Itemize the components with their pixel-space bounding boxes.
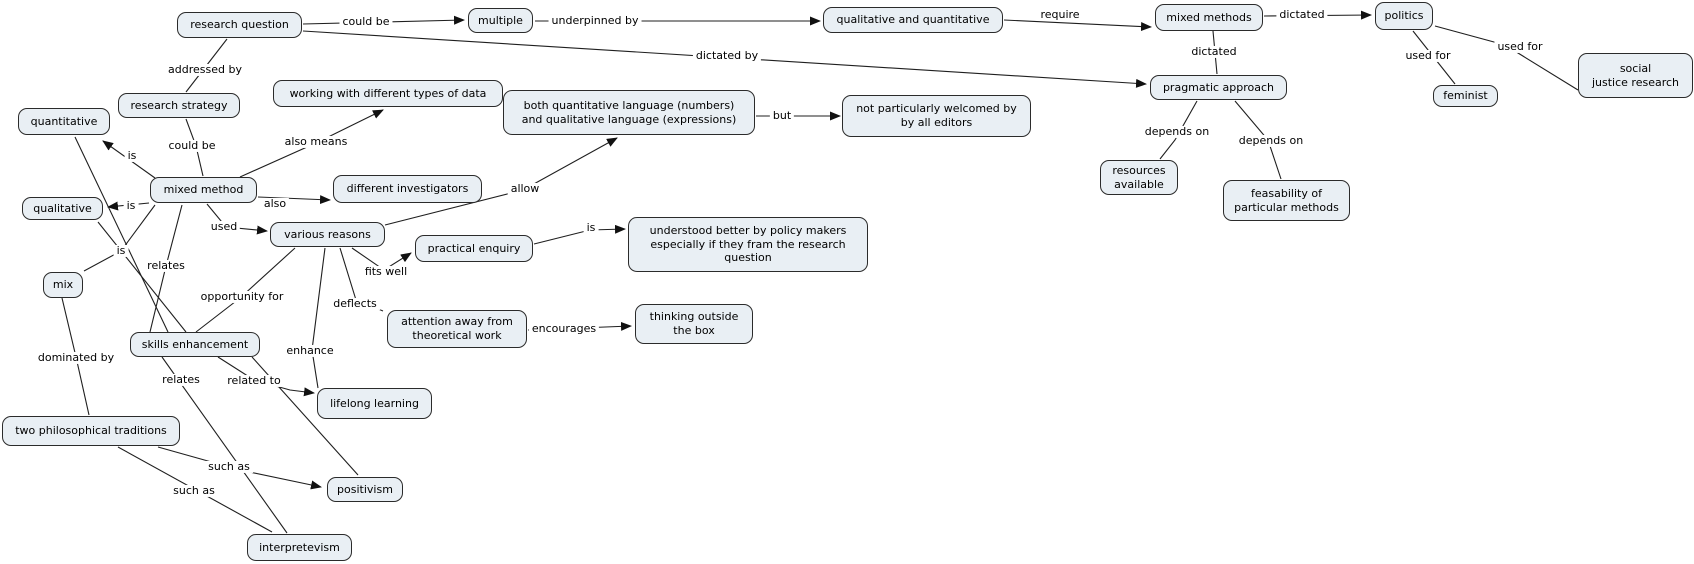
concept-node-research-question[interactable]: research question xyxy=(177,12,302,38)
concept-node-social-justice-research[interactable]: social justice research xyxy=(1578,53,1693,98)
concept-node-various-reasons[interactable]: various reasons xyxy=(270,222,385,247)
concept-node-feasability-of-particular-methods[interactable]: feasability of particular methods xyxy=(1223,180,1350,221)
link-label-also-means[interactable]: also means xyxy=(281,135,351,149)
link-label-encourages[interactable]: encourages xyxy=(528,322,600,336)
link-label-underpinned-by[interactable]: underpinned by xyxy=(548,14,642,28)
link-label-is-3[interactable]: is xyxy=(113,244,129,258)
link-line-skills-enhancement--interpretevism xyxy=(161,356,288,534)
concept-node-research-strategy[interactable]: research strategy xyxy=(118,93,240,118)
link-label-but[interactable]: but xyxy=(769,109,795,123)
link-label-could-be-1[interactable]: could be xyxy=(339,15,393,29)
link-line-mixed-method--different-investigators xyxy=(257,195,331,205)
concept-node-mixed-method[interactable]: mixed method xyxy=(150,177,257,203)
concept-node-not-particularly-welcomed[interactable]: not particularly welcomed by by all edit… xyxy=(842,95,1031,137)
link-label-opportunity-for[interactable]: opportunity for xyxy=(197,290,287,304)
link-label-is-1[interactable]: is xyxy=(124,149,140,163)
link-label-such-as-1[interactable]: such as xyxy=(205,460,253,474)
concept-node-practical-enquiry[interactable]: practical enquiry xyxy=(415,235,533,262)
link-line-politics--social-justice-research xyxy=(1434,25,1579,91)
link-label-allow[interactable]: allow xyxy=(507,182,543,196)
link-label-used-for-2[interactable]: used for xyxy=(1494,40,1546,54)
concept-node-working-with-different-types-of-data[interactable]: working with different types of data xyxy=(273,80,503,107)
link-line-quantitative--skills-enhancement xyxy=(74,136,169,333)
concept-node-understood-better-by-policy-makers[interactable]: understood better by policy makers espec… xyxy=(628,217,868,272)
link-label-addressed-by[interactable]: addressed by xyxy=(165,63,245,77)
concept-node-mix[interactable]: mix xyxy=(43,272,83,298)
link-label-enhance[interactable]: enhance xyxy=(283,344,337,358)
link-label-depends-on-1[interactable]: depends on xyxy=(1141,125,1213,139)
link-label-deflects[interactable]: deflects xyxy=(330,297,380,311)
link-label-related-to[interactable]: related to xyxy=(224,374,284,388)
concept-node-different-investigators[interactable]: different investigators xyxy=(333,175,482,203)
link-label-dictated-2[interactable]: dictated xyxy=(1188,45,1240,59)
concept-node-resources-available[interactable]: resources available xyxy=(1100,160,1178,195)
concept-node-thinking-outside-the-box[interactable]: thinking outside the box xyxy=(635,304,753,344)
link-label-depends-on-2[interactable]: depends on xyxy=(1235,134,1307,148)
link-label-is-2[interactable]: is xyxy=(123,199,139,213)
concept-node-two-philosophical-traditions[interactable]: two philosophical traditions xyxy=(2,416,180,446)
concept-node-qualitative[interactable]: qualitative xyxy=(22,197,103,220)
link-label-fits-well[interactable]: fits well xyxy=(361,265,411,279)
link-label-is-4[interactable]: is xyxy=(583,221,599,235)
link-label-dictated-by[interactable]: dictated by xyxy=(692,49,762,63)
link-label-used[interactable]: used xyxy=(207,220,241,234)
concept-node-attention-away-from-theoretical-work[interactable]: attention away from theoretical work xyxy=(387,310,527,348)
concept-node-quantitative[interactable]: quantitative xyxy=(18,108,110,135)
link-line-various-reasons--lifelong-learning xyxy=(311,247,326,389)
concept-node-feminist[interactable]: feminist xyxy=(1433,85,1498,107)
link-label-also[interactable]: also xyxy=(260,197,290,211)
link-line-pragmatic-approach--resources-available xyxy=(1159,100,1198,160)
link-label-dominated-by[interactable]: dominated by xyxy=(34,351,118,365)
link-label-used-for-1[interactable]: used for xyxy=(1402,49,1454,63)
link-label-relates-1[interactable]: relates xyxy=(144,259,188,273)
concept-node-politics[interactable]: politics xyxy=(1375,2,1433,30)
concept-node-positivism[interactable]: positivism xyxy=(327,477,403,502)
concept-node-both-quantitative-and-qualitative-language[interactable]: both quantitative language (numbers) and… xyxy=(503,90,755,135)
link-line-qualitative--skills-enhancement xyxy=(97,221,187,333)
concept-node-lifelong-learning[interactable]: lifelong learning xyxy=(317,388,432,419)
link-label-relates-2[interactable]: relates xyxy=(159,373,203,387)
concept-node-pragmatic-approach[interactable]: pragmatic approach xyxy=(1150,75,1287,100)
concept-node-skills-enhancement[interactable]: skills enhancement xyxy=(130,332,260,357)
concept-node-interpretevism[interactable]: interpretevism xyxy=(247,534,352,561)
link-label-such-as-2[interactable]: such as xyxy=(170,484,218,498)
link-line-qualitative-and-quantitative--mixed-methods xyxy=(1003,19,1152,32)
concept-node-multiple[interactable]: multiple xyxy=(468,8,533,33)
link-label-could-be-2[interactable]: could be xyxy=(165,139,219,153)
link-label-require[interactable]: require xyxy=(1037,8,1083,22)
link-line-practical-enquiry--understood-better xyxy=(533,224,626,245)
link-label-dictated-1[interactable]: dictated xyxy=(1276,8,1328,22)
concept-node-mixed-methods[interactable]: mixed methods xyxy=(1155,4,1263,31)
concept-node-qualitative-and-quantitative[interactable]: qualitative and quantitative xyxy=(823,7,1003,33)
